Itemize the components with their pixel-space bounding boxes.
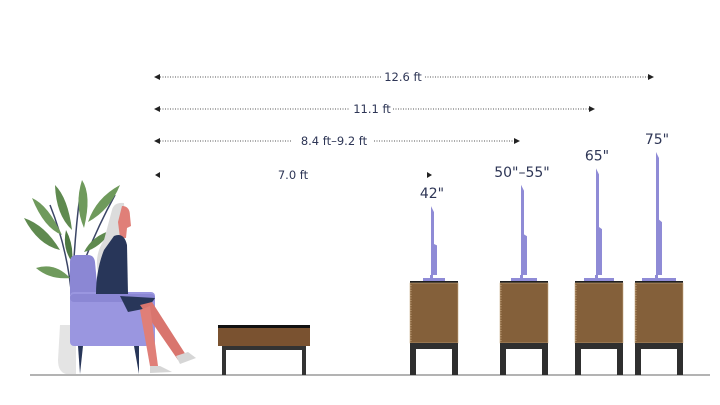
distance-label: 12.6 ft xyxy=(384,70,422,84)
shoe xyxy=(150,366,172,373)
table-leg xyxy=(302,346,306,375)
tv-station: 75" xyxy=(634,132,684,375)
cabinet-top xyxy=(635,281,683,283)
chair-back xyxy=(70,255,98,295)
tv-station: 50"–55" xyxy=(494,165,550,375)
tv-size-label: 50"–55" xyxy=(494,165,550,181)
tv-base xyxy=(511,278,537,281)
tv-station: 65" xyxy=(574,148,624,375)
table-frame xyxy=(222,346,306,350)
tv-panel-2 xyxy=(520,184,527,278)
tv-stations: 42" 50"–55" 65" 75" xyxy=(409,132,684,375)
cabinet xyxy=(409,282,459,344)
stand-frame xyxy=(575,343,623,349)
tv-base xyxy=(423,278,445,281)
stand-leg xyxy=(542,343,548,375)
distance-11-1: 11.1 ft xyxy=(154,102,595,116)
tv-base xyxy=(642,278,676,281)
distance-label: 8.4 ft–9.2 ft xyxy=(301,134,368,148)
cabinet xyxy=(499,282,549,344)
tv-size-label: 42" xyxy=(420,186,444,202)
cabinet xyxy=(634,282,684,344)
plant-leaf xyxy=(84,230,112,252)
tv-panel-1 xyxy=(430,206,437,278)
arrow-left xyxy=(155,172,160,178)
torso xyxy=(96,235,128,294)
leg xyxy=(140,302,186,360)
tv-station: 42" xyxy=(409,186,459,375)
stand-leg xyxy=(452,343,458,375)
distance-12-6: 12.6 ft xyxy=(154,70,654,84)
arrow-right xyxy=(427,172,432,178)
table-top xyxy=(218,325,310,328)
leg xyxy=(140,306,158,366)
face xyxy=(118,206,131,238)
cabinet xyxy=(574,282,624,344)
person-illustration xyxy=(96,202,196,373)
shoe xyxy=(176,352,196,364)
plant-leaf xyxy=(78,180,88,228)
stand-frame xyxy=(410,343,458,349)
plant-leaf xyxy=(55,185,72,230)
distance-7-0: 7.0 ft xyxy=(155,168,432,182)
stand-leg xyxy=(677,343,683,375)
distance-label: 7.0 ft xyxy=(278,168,309,182)
tv-size-label: 65" xyxy=(585,148,609,164)
plant-leaf xyxy=(64,230,73,262)
stand-leg xyxy=(410,343,416,375)
plant-leaf xyxy=(36,266,70,279)
stand-frame xyxy=(500,343,548,349)
distance-8-4-9-2: 8.4 ft–9.2 ft xyxy=(154,134,520,148)
tv-base xyxy=(584,278,614,281)
stand-leg xyxy=(617,343,623,375)
stand-frame xyxy=(635,343,683,349)
cabinet-top xyxy=(410,281,458,283)
stand-leg xyxy=(575,343,581,375)
tv-panel-3 xyxy=(595,168,602,278)
distance-label: 11.1 ft xyxy=(353,102,391,116)
tv-size-label: 75" xyxy=(645,132,669,148)
plant-leaf xyxy=(32,198,62,235)
cabinet-top xyxy=(500,281,548,283)
stand-leg xyxy=(500,343,506,375)
coffee-table xyxy=(218,325,310,375)
plant-leaf xyxy=(24,218,60,250)
chair-leg xyxy=(78,346,83,374)
tv-panel-4 xyxy=(655,152,662,278)
table-leg xyxy=(222,346,226,375)
plant-leaf xyxy=(88,185,120,222)
table-body xyxy=(218,328,310,346)
stand-leg xyxy=(635,343,641,375)
chair-leg xyxy=(134,346,139,374)
cabinet-top xyxy=(575,281,623,283)
